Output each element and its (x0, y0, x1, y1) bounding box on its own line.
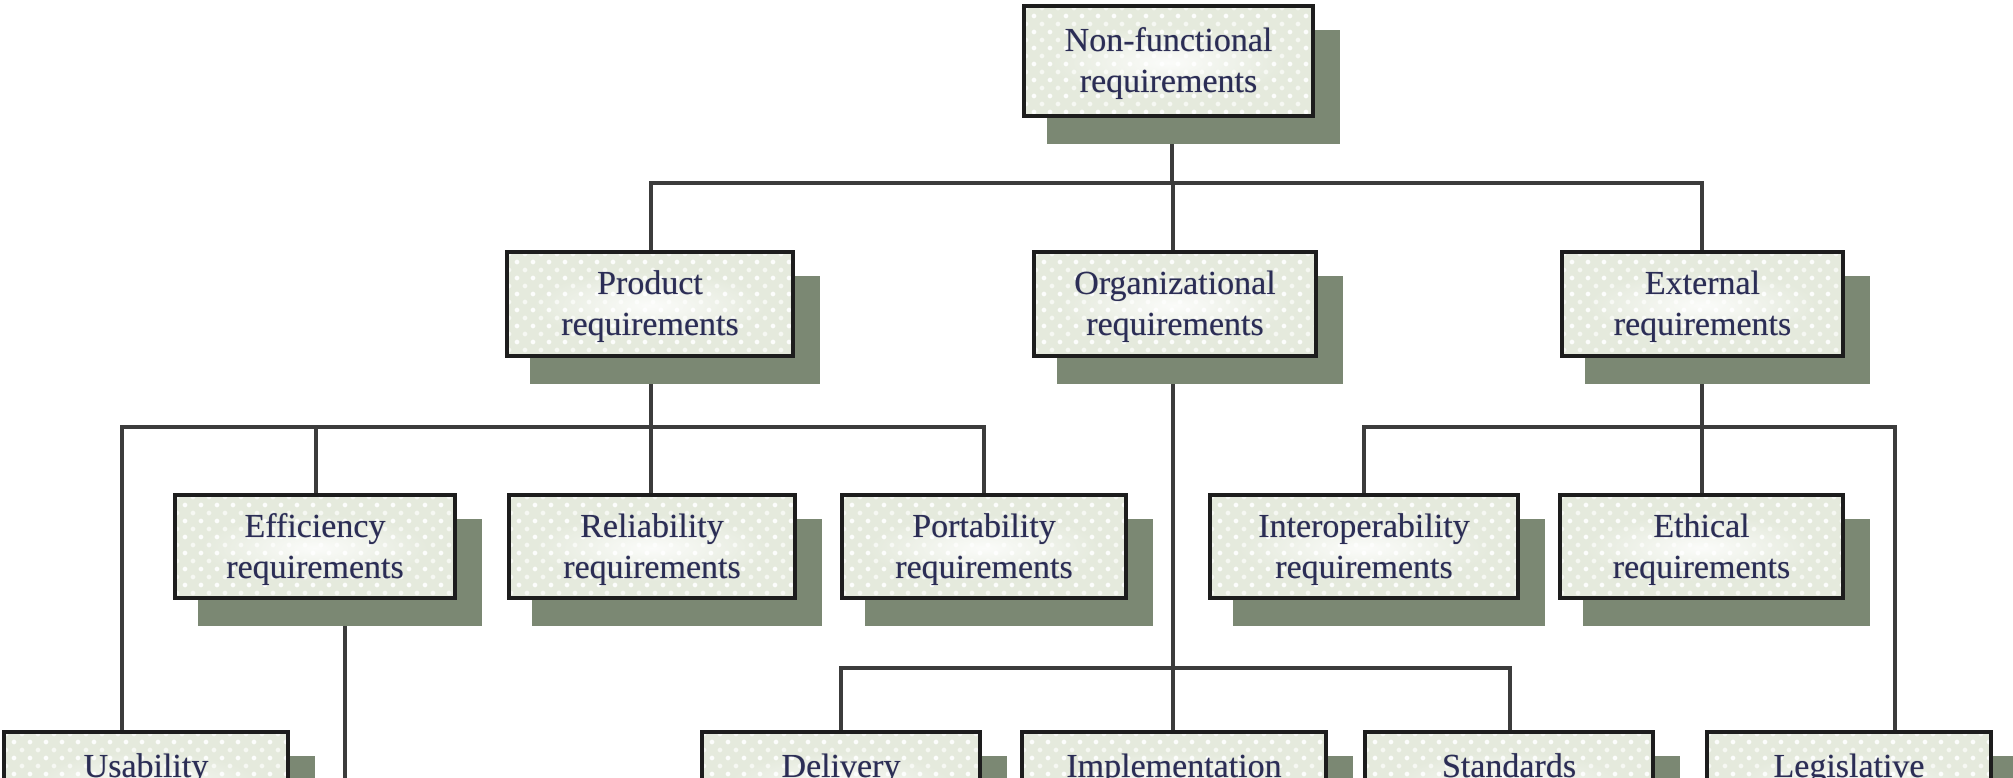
connector-to-standards (1508, 670, 1512, 730)
connector-to-delivery (839, 670, 843, 730)
node-label: Efficiency (244, 507, 386, 545)
node-usability: Usability (2, 730, 290, 778)
connector-to-portability (982, 429, 986, 493)
node-label: Delivery (781, 748, 901, 778)
node-label: requirements (895, 548, 1073, 586)
node-delivery: Delivery (700, 730, 982, 778)
node-legislative: Legislative (1705, 730, 1993, 778)
connector-to-external (1700, 181, 1704, 250)
node-label: External (1644, 265, 1761, 302)
node-label: requirements (561, 306, 739, 343)
node-organizational-requirements: Organizational requirements (1032, 250, 1318, 358)
connector-root-drop (1170, 118, 1174, 181)
node-reliability-requirements: Reliability requirements (507, 493, 797, 600)
node-label: Organizational (1074, 265, 1276, 302)
node-label: requirements (226, 548, 404, 586)
node-label: requirements (1612, 548, 1791, 586)
node-label: Standards (1441, 748, 1577, 778)
node-label: Implementation (1066, 748, 1282, 778)
node-label: Portability (912, 507, 1056, 545)
node-implementation: Implementation (1020, 730, 1328, 778)
node-label: requirements (1086, 306, 1264, 343)
connector-to-organizational (1171, 181, 1175, 250)
node-label: requirements (563, 548, 741, 586)
node-portability-requirements: Portability requirements (840, 493, 1128, 600)
node-label: Reliability (580, 507, 724, 545)
node-label: Product (597, 265, 703, 302)
node-label: requirements (1613, 306, 1792, 343)
connector-organizational-bus (839, 666, 1512, 670)
node-label: Usability (83, 748, 209, 778)
connector-to-product (649, 181, 653, 250)
node-interoperability-requirements: Interoperability requirements (1208, 493, 1520, 600)
node-product-requirements: Product requirements (505, 250, 795, 358)
node-ethical-requirements: Ethical requirements (1558, 493, 1845, 600)
node-label: requirements (1275, 548, 1453, 586)
connector-organizational-drop (1171, 358, 1175, 730)
node-label: Legislative (1773, 748, 1925, 778)
connector-product-bus (120, 425, 986, 429)
connector-to-interoperability (1362, 429, 1366, 493)
node-label: Non-functional (1064, 22, 1273, 59)
connector-to-legislative (1893, 429, 1897, 730)
node-label: Ethical (1653, 507, 1750, 545)
connector-to-usability (120, 429, 124, 730)
connector-to-efficiency (314, 429, 318, 493)
node-efficiency-requirements: Efficiency requirements (173, 493, 457, 600)
node-label: Interoperability (1258, 507, 1470, 545)
connector-level2-bus (649, 181, 1704, 185)
connector-efficiency-children-truncated (343, 600, 347, 778)
node-external-requirements: External requirements (1560, 250, 1845, 358)
node-non-functional-requirements: Non-functional requirements (1022, 4, 1315, 118)
node-standards: Standards (1363, 730, 1655, 778)
connector-external-bus (1362, 425, 1897, 429)
node-label: requirements (1079, 63, 1258, 100)
